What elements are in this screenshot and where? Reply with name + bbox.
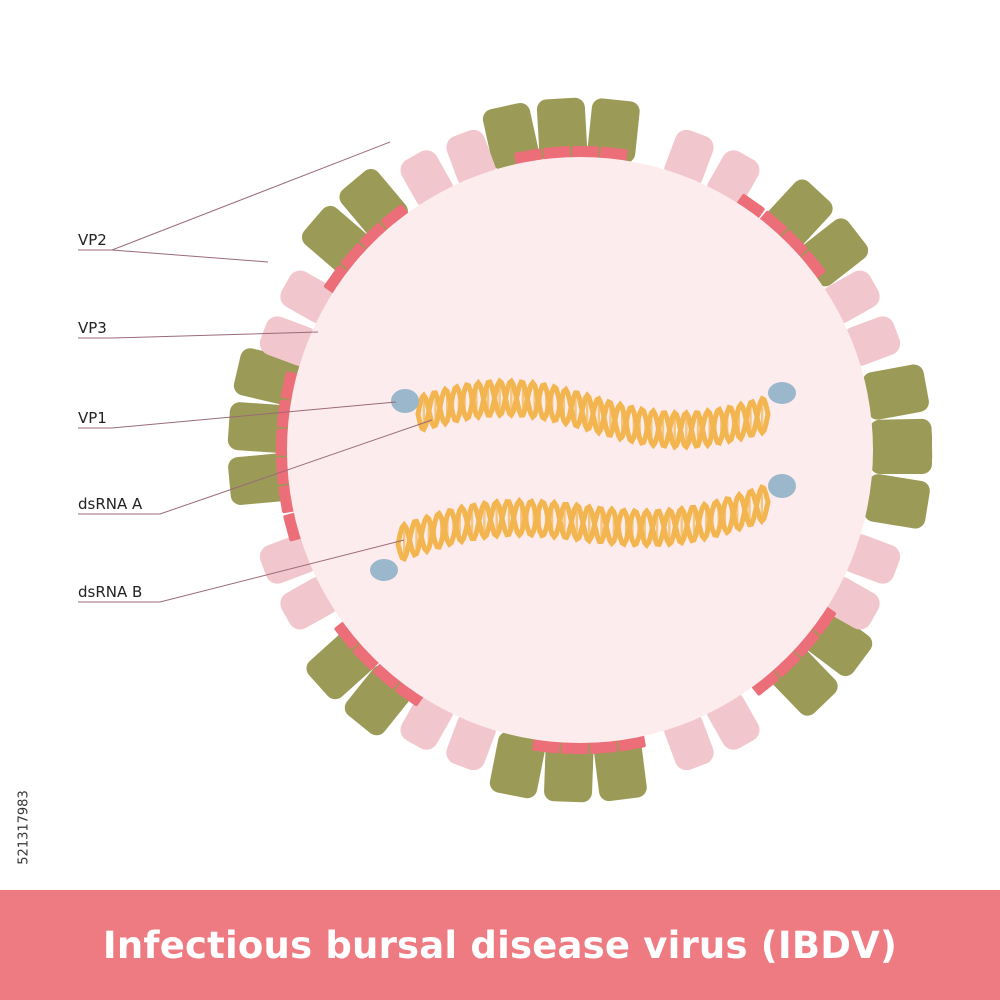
pentamer-subunit (842, 534, 901, 584)
pentamer-subunit (842, 316, 901, 366)
vp3-segment (747, 664, 779, 696)
leader-dsrna-a (78, 419, 433, 515)
vp3-segment (373, 658, 406, 690)
vp3-segment (381, 204, 413, 236)
vp3-segment (794, 251, 826, 283)
leader-lines (78, 141, 433, 603)
page-title: Infectious bursal disease virus (IBDV) (102, 923, 898, 967)
leader-vp1 (78, 401, 397, 429)
vp3-segment (754, 210, 787, 242)
vp3-segment (775, 229, 808, 262)
label-vp1: VP1 (78, 409, 107, 427)
virus-core (287, 157, 873, 743)
title-banner: Infectious bursal disease virus (IBDV) (0, 890, 1000, 1000)
stock-id: 521317983 (12, 772, 36, 882)
rna-backbone-2 (395, 487, 771, 559)
pentamer-subunit (446, 129, 496, 188)
stock-id-text: 521317983 (16, 789, 32, 865)
vp3-segment (340, 243, 372, 276)
vp2-subunit (536, 97, 588, 162)
vp2-subunit (544, 739, 594, 803)
vp1-protein-b-left (370, 559, 398, 581)
vp2-subunit (863, 474, 930, 529)
vp3-segment (788, 624, 820, 657)
leader-dsrna-b (78, 539, 405, 603)
pentamer-subunit (259, 316, 318, 366)
vp1-protein-a-right (768, 382, 796, 404)
label-dsrna-b: dsRNA B (78, 583, 142, 601)
label-vp2: VP2 (78, 231, 107, 249)
vp3-segment (359, 222, 392, 255)
vp1-protein-a-left (391, 389, 419, 413)
rna-backbone-2 (415, 377, 771, 451)
pentamer-subunit (446, 712, 496, 771)
leader-vp3 (78, 331, 319, 339)
label-dsrna-a: dsRNA A (78, 495, 143, 513)
dsrna-a-strand (415, 377, 771, 451)
vp2-subunit (862, 364, 929, 420)
vp1-protein-b-right (768, 474, 796, 498)
pentamer-subunit (259, 534, 318, 584)
vp3-segment (352, 638, 385, 671)
vp2-subunit (489, 731, 546, 799)
vp2-subunit (869, 418, 933, 468)
label-vp3: VP3 (78, 319, 107, 337)
pentamer-subunit (664, 712, 714, 771)
dsrna-b-strand (395, 484, 771, 562)
vp3-segment (768, 645, 801, 678)
vp2-subunit (587, 98, 640, 164)
pentamer-subunit (664, 129, 714, 188)
vp2-subunit (227, 402, 292, 454)
vp3-segment (334, 617, 366, 649)
